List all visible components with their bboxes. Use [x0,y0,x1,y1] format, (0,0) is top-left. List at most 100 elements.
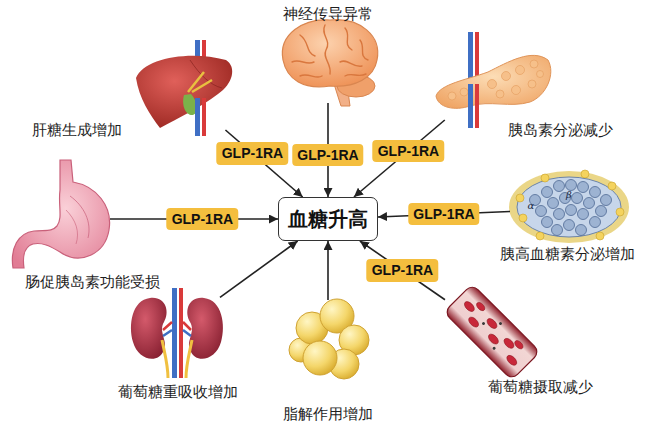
organ-caption: 胰岛素分泌减少 [508,122,613,139]
islet-illustration-part [572,193,583,204]
islet-illustration-part [548,198,559,209]
blood-vessel-illustration-part [444,284,540,380]
arrow-connector [327,241,329,300]
liver-illustration-part [195,98,200,136]
organ-caption: 胰高血糖素分泌增加 [500,246,635,263]
islet-illustration-part [517,177,621,237]
organ-caption: 肝糖生成增加 [32,122,122,139]
kidney-illustration-part [186,340,192,378]
organ-caption: 脂解作用增加 [283,406,373,423]
organ-node: 葡萄糖摄取减少 [445,290,540,375]
organ-node: 胰岛素分泌减少 [430,45,548,120]
brain-illustration-part [292,61,314,63]
blood-vessel-illustration-part [513,339,524,350]
brain-illustration-part [300,35,315,56]
kidney-illustration-part [187,298,223,359]
organ-caption: 肠促胰岛素功能受损 [25,274,160,291]
kidney-illustration [131,288,223,378]
islet-illustration-part [509,171,629,243]
organ-caption: 葡萄糖摄取减少 [488,379,593,396]
brain-illustration-part [360,40,368,60]
blood-vessel-illustration-part [498,321,502,325]
organ-node: 神经传导异常 [278,25,378,103]
islet-illustration-part [554,181,565,192]
kidney-illustration-part [163,330,191,336]
pancreas-illustration-part [448,60,544,100]
liver-illustration-part [183,94,197,115]
arrow-connector [360,241,445,300]
fat-cells-illustration-part [289,299,369,379]
islet-illustration-part [519,214,527,222]
drug-label: GLP-1RA [292,144,363,166]
drug-label: GLP-1RA [167,208,238,230]
blood-vessel-illustration-part [474,313,511,350]
islet-illustration-part [578,209,589,220]
brain-illustration-part [345,74,366,76]
pancreas-illustration-part [448,92,456,100]
brain-illustration-part [300,75,322,77]
islet-illustration-part [590,217,601,228]
arrow-connector [354,120,445,197]
islet-illustration-part [584,198,595,209]
fat-cells-illustration [289,299,369,379]
blood-vessel-illustration [444,284,540,380]
cell-type-label: β [566,189,572,200]
organ-caption: 葡萄糖重吸收增加 [118,384,238,401]
blood-vessel-illustration-part [475,301,486,312]
stomach-illustration [12,160,109,268]
blood-vessel-illustration-part [487,332,500,345]
organ-node: 肠促胰岛素功能受损 [15,165,110,273]
islet-illustration-part [516,170,624,240]
islet-illustration-part [608,182,616,190]
islet-illustration-part [564,220,575,231]
brain-illustration [282,20,377,106]
islet-illustration-part [536,232,544,240]
drug-label: GLP-1RA [373,140,444,162]
pancreas-illustration-part [468,84,473,128]
kidney-illustration-part [162,340,168,378]
liver-illustration-part [202,98,206,136]
stomach-illustration-part [70,196,89,238]
brain-illustration-part [282,20,377,87]
pancreas-illustration-part [530,60,538,68]
blood-vessel-illustration-part [481,321,485,325]
brain-illustration-part [345,28,352,50]
islet-illustration-part [590,187,601,198]
islet-illustration-part [596,206,607,217]
islet-illustration-part [576,225,587,236]
islet-illustration-part [616,208,624,216]
outcome-text: 血糖升高 [288,206,368,233]
pancreas-illustration-part [502,72,511,81]
blood-vessel-illustration-part [467,315,480,328]
organ-caption: 神经传导异常 [283,6,373,23]
islet-illustration-part [601,195,612,206]
blood-vessel-illustration-part [505,354,518,367]
kidney-illustration-part [172,288,177,378]
blood-vessel-illustration-part [492,346,496,350]
stomach-illustration-part [66,210,78,244]
pancreas-illustration-part [516,66,525,75]
blood-vessel-illustration-part [444,284,540,380]
islet-illustration-part [552,225,563,236]
blood-vessel-illustration-part [457,295,529,367]
drug-label: GLP-1RA [367,259,438,281]
pancreas-illustration-part [537,71,544,78]
islet-illustration-part [516,194,524,202]
organ-node: 肝糖生成增加 [133,52,228,130]
kidney-illustration-part [163,322,191,330]
liver-illustration [136,40,232,136]
cell-type-label: α [528,200,535,211]
islet-illustration-part [536,206,547,217]
pancreas-illustration-part [475,84,479,128]
islet-illustration-part [554,209,565,220]
fat-cells-illustration-part [303,341,337,375]
kidney-illustration-part [131,298,167,359]
blood-vessel-illustration-part [502,337,515,350]
islet-illustration-part [578,182,589,193]
islet-illustration-part [542,187,553,198]
islet-illustration-part [566,205,577,216]
drug-label: GLP-1RA [217,142,288,164]
blood-vessel-illustration-part [463,300,476,313]
pancreas-illustration-part [488,80,497,89]
drug-label: GLP-1RA [408,203,479,225]
